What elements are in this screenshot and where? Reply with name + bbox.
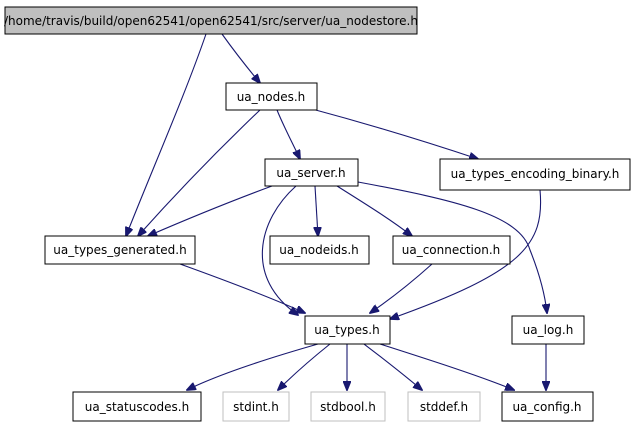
node-label: ua_config.h (512, 400, 581, 414)
node-label: ua_types.h (314, 323, 379, 337)
node-stdbool-h[interactable]: stdbool.h (310, 391, 386, 422)
node-ua-nodestore-h[interactable]: /home/travis/build/open62541/open62541/s… (4, 6, 418, 35)
node-ua-nodes-h[interactable]: ua_nodes.h (225, 82, 318, 111)
node-label: ua_types_encoding_binary.h (451, 167, 620, 181)
edge-types-to-statuscodes (187, 343, 319, 390)
edge-server-to-types (261, 185, 298, 315)
edge-nodes-to-types-generated (138, 109, 261, 236)
edge-server-to-log (357, 181, 547, 313)
edge-server-to-types-generated (148, 185, 273, 236)
node-label: /home/travis/build/open62541/open62541/s… (4, 14, 418, 28)
node-stdint-h[interactable]: stdint.h (222, 391, 290, 422)
node-label: ua_nodes.h (237, 90, 306, 104)
node-ua-server-h[interactable]: ua_server.h (264, 158, 359, 187)
edge-connection-to-types (370, 263, 433, 313)
node-stddef-h[interactable]: stddef.h (407, 391, 481, 422)
node-label: ua_server.h (276, 166, 345, 180)
dependency-edges (126, 33, 547, 390)
node-label: ua_types_generated.h (53, 243, 186, 257)
node-label: stddef.h (420, 400, 468, 414)
edge-nodes-to-encoding-binary (311, 108, 478, 159)
node-label: ua_statuscodes.h (85, 400, 189, 414)
node-ua-types-generated-h[interactable]: ua_types_generated.h (44, 235, 196, 265)
node-ua-statuscodes-h[interactable]: ua_statuscodes.h (72, 391, 202, 422)
edge-nodes-to-server (276, 109, 300, 159)
node-label: ua_connection.h (402, 243, 501, 257)
header-nodes: /home/travis/build/open62541/open62541/s… (4, 6, 631, 422)
edge-types-to-config (379, 343, 514, 390)
node-ua-nodeids-h[interactable]: ua_nodeids.h (269, 235, 370, 265)
node-label: stdbool.h (320, 400, 376, 414)
edge-types-to-stdint (278, 343, 331, 390)
node-label: ua_nodeids.h (279, 243, 359, 257)
node-ua-types-encoding-binary-h[interactable]: ua_types_encoding_binary.h (439, 158, 631, 191)
edge-server-to-connection (336, 185, 412, 236)
edge-encoding-binary-to-types (390, 189, 542, 319)
node-label: ua_log.h (523, 323, 574, 337)
edge-types-generated-to-types (179, 263, 305, 313)
edge-types-to-stddef (363, 343, 422, 390)
edge-nodestore-to-nodes (221, 33, 260, 83)
node-ua-types-h[interactable]: ua_types.h (304, 315, 391, 345)
node-label: stdint.h (233, 400, 279, 414)
edge-server-to-nodeids (315, 185, 318, 236)
node-ua-log-h[interactable]: ua_log.h (511, 315, 585, 345)
node-ua-connection-h[interactable]: ua_connection.h (392, 235, 511, 265)
node-ua-config-h[interactable]: ua_config.h (501, 391, 594, 422)
edge-nodestore-to-types-generated (126, 33, 207, 236)
